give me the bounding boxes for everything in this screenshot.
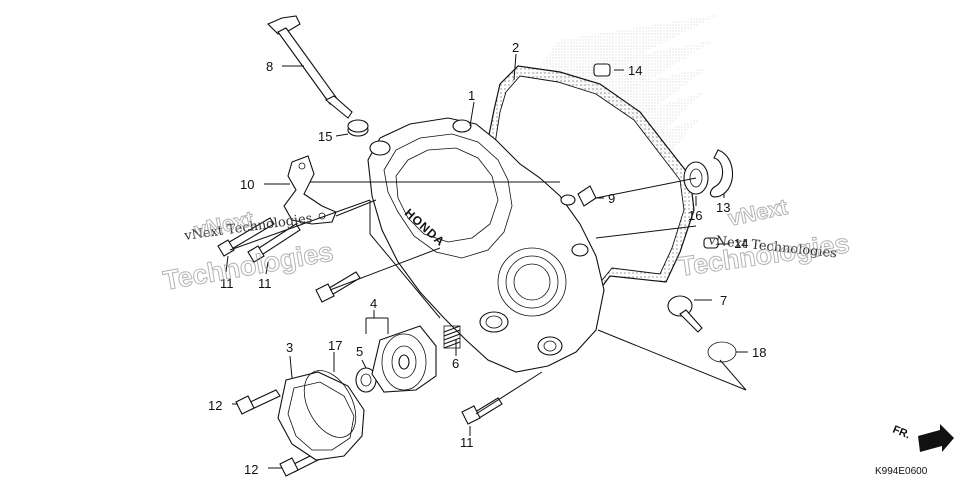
bolt-part-11c[interactable] (315, 271, 361, 303)
direction-label: FR. (891, 424, 912, 442)
callout-2[interactable]: 2 (512, 40, 519, 55)
filler-cap-part[interactable] (667, 295, 703, 333)
callout-11a[interactable]: 11 (220, 276, 234, 291)
callout-14b[interactable]: 14 (734, 236, 748, 251)
callout-13[interactable]: 13 (716, 200, 730, 215)
bolt-part-11d[interactable] (461, 397, 503, 425)
callout-17[interactable]: 17 (328, 338, 342, 353)
filter-cover-part[interactable] (277, 371, 365, 461)
callout-7[interactable]: 7 (720, 293, 727, 308)
callout-leader-lines (225, 53, 748, 469)
callout-9[interactable]: 9 (608, 191, 615, 206)
dowel-pin-part-14b[interactable] (703, 237, 719, 249)
watermark-mid-right-big: vNext (726, 194, 790, 231)
watermark-left-big: Technologies (161, 236, 336, 295)
callout-10[interactable]: 10 (240, 177, 254, 192)
callout-18[interactable]: 18 (752, 345, 766, 360)
callout-12b[interactable]: 12 (244, 462, 258, 477)
callout-5[interactable]: 5 (356, 344, 363, 359)
callout-11c[interactable]: 11 (460, 435, 474, 450)
callout-1[interactable]: 1 (468, 88, 475, 103)
circlip-part[interactable] (709, 149, 734, 198)
oil-filter-part[interactable] (371, 325, 437, 393)
bolt-part-11a[interactable] (217, 217, 275, 257)
callout-16[interactable]: 16 (688, 208, 702, 223)
bolt-part-12a[interactable] (235, 389, 281, 415)
watermark-right-big: Technologies (677, 228, 852, 282)
front-direction-arrow: FR. (891, 424, 954, 452)
o-ring-part-18[interactable] (707, 341, 737, 363)
bracket-part[interactable] (283, 155, 337, 225)
callout-6[interactable]: 6 (452, 356, 459, 371)
dowel-pin-part-14a[interactable] (593, 63, 611, 77)
callout-3[interactable]: 3 (286, 340, 293, 355)
o-ring-part-17[interactable] (294, 362, 367, 446)
callout-4[interactable]: 4 (370, 296, 377, 311)
spindle-part[interactable] (267, 15, 353, 119)
oil-seal-part[interactable] (347, 119, 369, 137)
callout-11b[interactable]: 11 (258, 276, 272, 291)
callout-labels: 1 2 3 4 5 6 7 8 9 10 11 11 11 12 12 13 1… (208, 40, 766, 477)
callout-14a[interactable]: 14 (628, 63, 642, 78)
spring-part[interactable] (443, 325, 461, 349)
bolt-part-11b[interactable] (247, 223, 301, 263)
figure-code: K994E0600 (875, 466, 928, 477)
callout-8[interactable]: 8 (266, 59, 273, 74)
assembly-guide-lines (229, 177, 747, 415)
callout-12a[interactable]: 12 (208, 398, 222, 413)
callout-15[interactable]: 15 (318, 129, 332, 144)
